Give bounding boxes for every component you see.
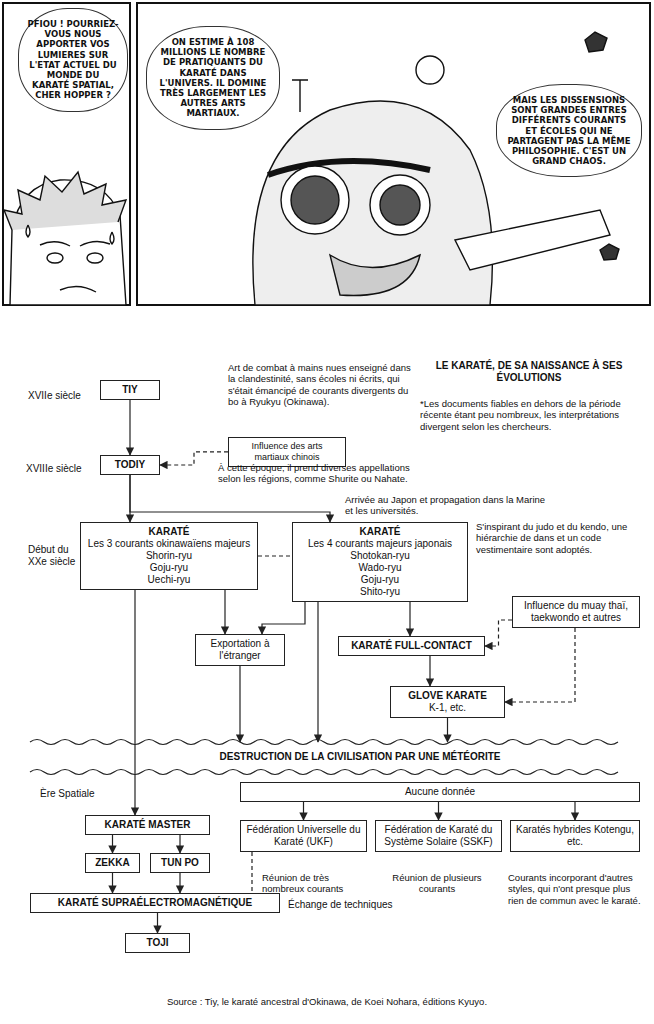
box-text: Shorin-ryu xyxy=(85,550,253,562)
box-text: Aucune donnée xyxy=(245,786,635,798)
box-text: KARATÉ SUPRAÉLECTROMAGNÉTIQUE xyxy=(35,897,275,909)
connector xyxy=(179,835,180,853)
box-text: Goju-ryu xyxy=(297,574,463,586)
edge-label: Échange de techniques xyxy=(286,899,395,911)
process-box: TOJI xyxy=(125,933,190,953)
box-text: Les 4 courants majeurs japonais xyxy=(297,538,463,550)
sweating-man xyxy=(4,172,126,305)
box-text: Karatés hybrides Kotengu, etc. xyxy=(515,824,635,848)
speech-bubble: ON ESTIME À 108 MILLIONS LE NOMBRE DE PR… xyxy=(146,26,280,130)
connector xyxy=(438,802,439,820)
box-text: K-1, etc. xyxy=(395,702,500,714)
connector xyxy=(160,452,228,465)
box-text: KARATÉ MASTER xyxy=(90,819,205,831)
connector xyxy=(505,628,575,702)
note-label: XVIIIe siècle xyxy=(26,463,98,475)
box-text: GLOVE KARATE xyxy=(395,690,500,702)
process-box: KARATÉLes 4 courants majeurs japonaisSho… xyxy=(292,522,468,602)
note-label: Réunion de plusieurs courants xyxy=(378,872,496,895)
connector xyxy=(179,873,180,893)
box-text: ZEKKA xyxy=(90,857,135,869)
box-text: ON ESTIME À 108 MILLIONS LE NOMBRE DE PR… xyxy=(155,37,271,119)
note-label: Arrivée au Japon et propagation dans la … xyxy=(345,494,555,517)
box-text: Fédération de Karaté du Système Solaire … xyxy=(380,824,497,848)
box-text: Shito-ryu xyxy=(297,586,463,598)
box-text: Shotokan-ryu xyxy=(297,550,463,562)
box-text: Wado-ryu xyxy=(297,562,463,574)
box-text: Les 3 courants okinawaïens majeurs xyxy=(85,538,253,550)
box-text: PFIOU ! POURRIEZ-VOUS NOUS APPORTER VOS … xyxy=(27,19,119,101)
box-text: Influence des arts martiaux chinois xyxy=(233,441,341,463)
connector xyxy=(157,913,158,933)
box-text: TODIY xyxy=(105,459,155,471)
process-box: Karatés hybrides Kotengu, etc. xyxy=(510,820,640,852)
connector xyxy=(303,802,304,820)
diagram-title: LE KARATÉ, DE SA NAISSANCE À SES ÉVOLUTI… xyxy=(420,360,638,384)
wavy-separator xyxy=(30,740,618,775)
note-label: Début du XXe siècle xyxy=(28,544,76,568)
source-caption: Source : Tiy, le karaté ancestral d'Okin… xyxy=(20,996,634,1007)
process-box: KARATÉLes 3 courants okinawaïens majeurs… xyxy=(80,522,258,590)
box-text: Uechi-ryu xyxy=(85,574,253,586)
note-label: Courants incorporant d'autres styles, qu… xyxy=(508,872,648,906)
note-label: Réunion de très nombreux courants xyxy=(262,872,366,895)
box-text: Exportation à l'étranger xyxy=(200,638,280,662)
panel-frame xyxy=(3,3,130,305)
connector xyxy=(409,602,410,636)
process-box: Fédération Universelle du Karaté (UKF) xyxy=(240,820,367,852)
box-text: Influence du muay thaï, taekwondo et aut… xyxy=(517,600,635,624)
connector xyxy=(134,590,135,815)
connector xyxy=(112,873,113,893)
box-text: TIY xyxy=(105,384,155,396)
process-box: TUN PO xyxy=(150,853,210,873)
box-text: TUN PO xyxy=(155,857,205,869)
process-box: Fédération de Karaté du Système Solaire … xyxy=(375,820,502,852)
panel-frame xyxy=(137,3,650,305)
box-text: KARATÉ xyxy=(85,526,253,538)
box-text: Fédération Universelle du Karaté (UKF) xyxy=(245,824,362,848)
process-box: KARATÉ MASTER xyxy=(85,815,210,835)
box-text: KARATÉ xyxy=(297,526,463,538)
connector xyxy=(317,602,318,742)
process-box: Influence du muay thaï, taekwondo et aut… xyxy=(512,596,640,628)
connector xyxy=(129,400,130,455)
note-label: Ère Spatiale xyxy=(40,788,116,800)
speech-bubble: PFIOU ! POURRIEZ-VOUS NOUS APPORTER VOS … xyxy=(18,8,128,112)
connector xyxy=(574,802,575,820)
process-box: TODIY xyxy=(100,455,160,475)
connector xyxy=(429,656,430,686)
process-box: Exportation à l'étranger xyxy=(195,634,285,666)
box-text: TOJI xyxy=(130,937,185,949)
box-text: DESTRUCTION DE LA CIVILISATION PAR UNE M… xyxy=(194,742,526,772)
connector xyxy=(262,602,305,634)
box-text: Goju-ryu xyxy=(85,562,253,574)
note-label: À cette époque, il prend diverses appell… xyxy=(218,462,418,485)
connector xyxy=(447,718,448,742)
box-text: KARATÉ FULL-CONTACT xyxy=(343,640,480,652)
note-label: S'inspirant du judo et du kendo, une hié… xyxy=(476,521,644,555)
process-box: KARATÉ FULL-CONTACT xyxy=(338,636,485,656)
era-band: DESTRUCTION DE LA CIVILISATION PAR UNE M… xyxy=(190,742,530,772)
connector xyxy=(251,852,252,893)
process-box: GLOVE KARATEK-1, etc. xyxy=(390,686,505,718)
speech-bubble: MAIS LES DISSENSIONS SONT GRANDES ENTRES… xyxy=(496,84,642,177)
box-text: MAIS LES DISSENSIONS SONT GRANDES ENTRES… xyxy=(505,95,633,166)
note-label: Art de combat à mains nues enseigné dans… xyxy=(228,362,414,408)
connector xyxy=(258,555,292,556)
process-box: ZEKKA xyxy=(85,853,140,873)
note-label: *Les documents fiables en dehors de la p… xyxy=(420,398,638,432)
process-box: TIY xyxy=(100,380,160,400)
process-box: KARATÉ SUPRAÉLECTROMAGNÉTIQUE xyxy=(30,893,280,913)
connector xyxy=(239,666,240,742)
connector xyxy=(112,835,113,853)
process-box: Aucune donnée xyxy=(240,782,640,802)
connector xyxy=(224,590,225,634)
note-label: XVIIe siècle xyxy=(28,390,94,402)
connector xyxy=(485,620,512,646)
